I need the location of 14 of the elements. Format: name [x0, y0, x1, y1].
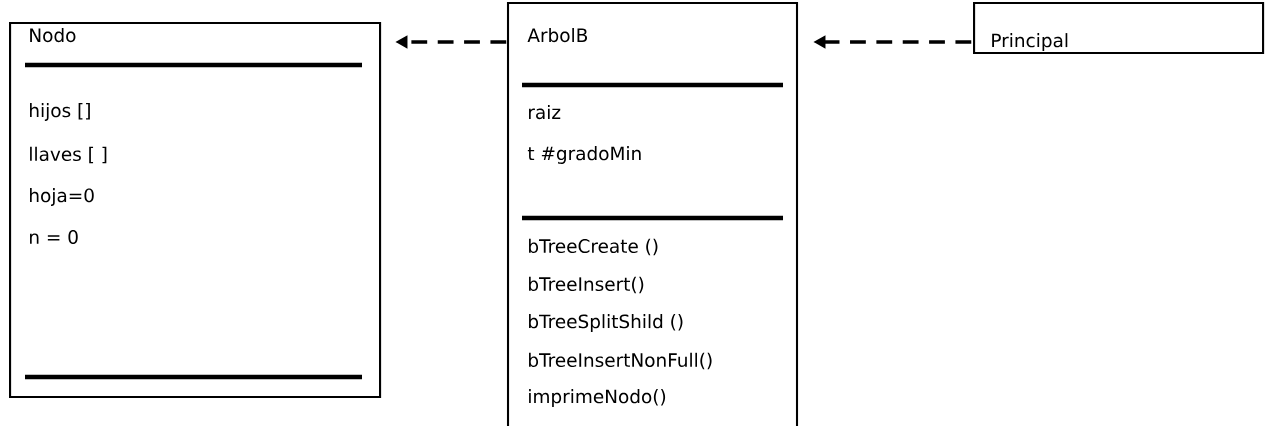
method-text: bTreeInsert() — [529, 276, 644, 294]
attribute-text: llaves [ ] — [30, 146, 107, 164]
method-text: bTreeInsertNonFull() — [529, 352, 712, 370]
attribute-text: hoja=0 — [30, 188, 94, 206]
class-name: Principal — [992, 33, 1068, 51]
method-text: bTreeCreate () — [529, 238, 658, 256]
attribute-text: t #gradoMin — [527, 146, 641, 164]
method-text: bTreeSplitShild () — [529, 314, 683, 332]
attribute-text: raiz — [529, 104, 561, 120]
attribute-text: hijos [] — [30, 103, 90, 121]
class-name: Nodo — [30, 27, 76, 43]
attribute-text: n = 0 — [30, 230, 78, 244]
method-text: imprimeNodo() — [529, 389, 666, 407]
class-name: ArbolB — [527, 27, 588, 43]
